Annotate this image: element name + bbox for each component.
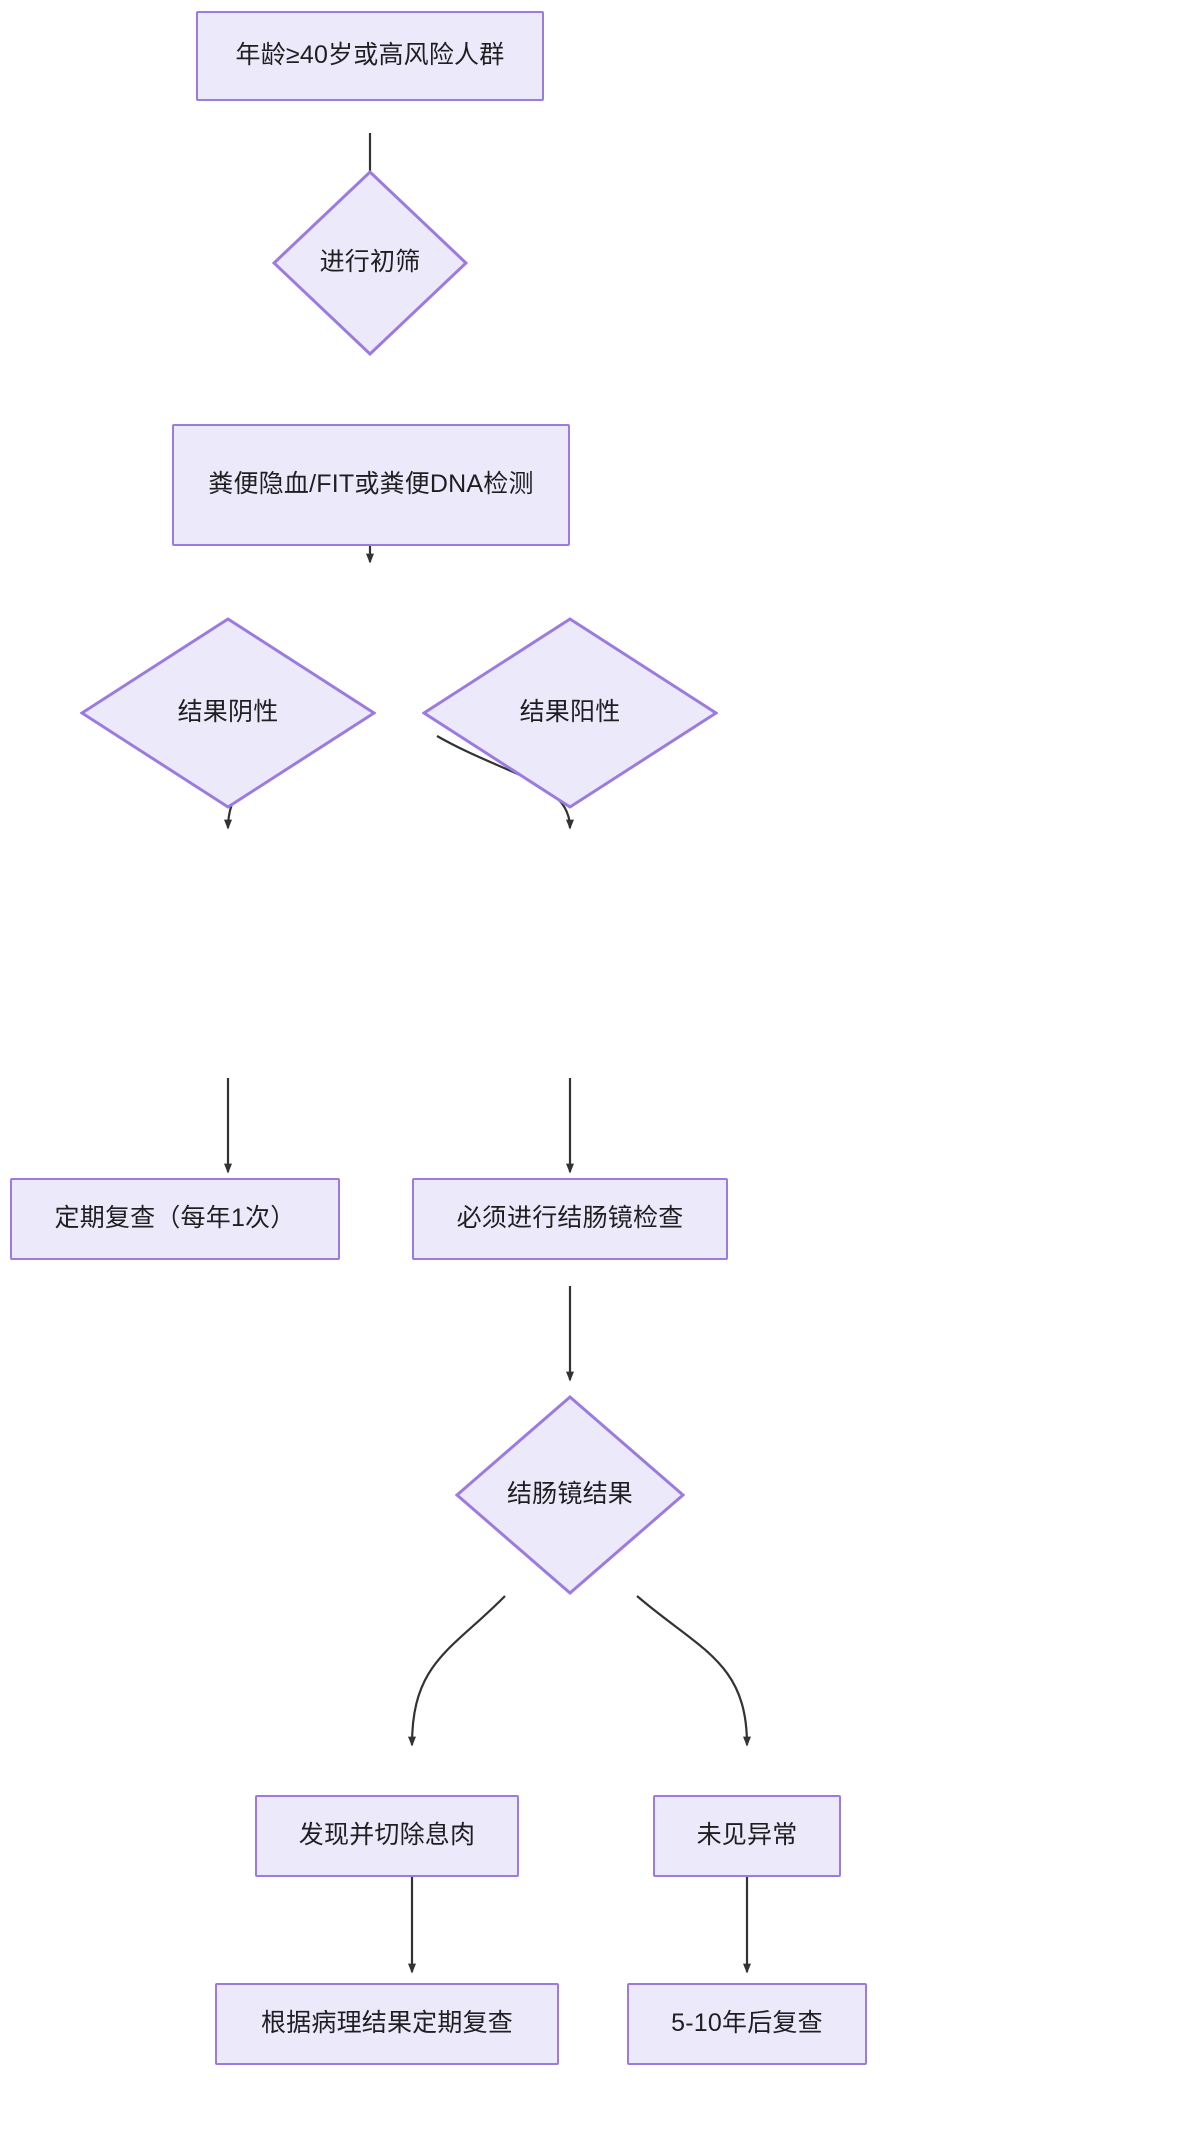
flow-node-5-10-year-followup[interactable]: 5-10年后复查 [627,1983,867,2065]
flow-node-label: 进行初筛 [319,248,421,277]
flow-node-polyp-removed[interactable]: 发现并切除息肉 [255,1795,519,1877]
flow-node-label: 5-10年后复查 [671,2009,823,2038]
diamond-outline [422,617,718,809]
flow-node-label: 必须进行结肠镜检查 [456,1204,684,1233]
flow-node-result-negative[interactable]: 结果阴性 [80,617,376,809]
flow-node-pathology-followup[interactable]: 根据病理结果定期复查 [215,1983,559,2065]
edge-n8-n9 [408,1595,506,1747]
flow-node-label: 发现并切除息肉 [298,1821,476,1850]
flow-node-label: 结果阴性 [177,698,279,727]
flow-node-stool-test[interactable]: 粪便隐血/FIT或粪便DNA检测 [172,424,570,546]
flow-node-label: 根据病理结果定期复查 [260,2009,513,2038]
flow-node-initial-screening[interactable]: 进行初筛 [272,170,468,356]
flow-node-colonoscopy-result[interactable]: 结肠镜结果 [455,1395,685,1595]
flow-node-label: 粪便隐血/FIT或粪便DNA检测 [208,470,534,499]
diamond-outline [455,1395,685,1595]
flow-node-colonoscopy-required[interactable]: 必须进行结肠镜检查 [412,1178,728,1260]
diamond-outline [272,170,468,356]
edge-n8-n10 [636,1595,751,1747]
flow-node-label: 结果阳性 [519,698,621,727]
flow-node-annual-followup[interactable]: 定期复查（每年1次） [10,1178,340,1260]
diamond-outline [80,617,376,809]
flow-node-label: 定期复查（每年1次） [54,1204,296,1233]
flow-node-label: 结肠镜结果 [506,1480,633,1509]
flow-node-label: 年龄≥40岁或高风险人群 [235,41,505,70]
flow-node-population-criteria[interactable]: 年龄≥40岁或高风险人群 [196,11,544,101]
flow-node-no-abnormality[interactable]: 未见异常 [653,1795,841,1877]
flow-node-result-positive[interactable]: 结果阳性 [422,617,718,809]
flow-node-label: 未见异常 [696,1821,798,1850]
